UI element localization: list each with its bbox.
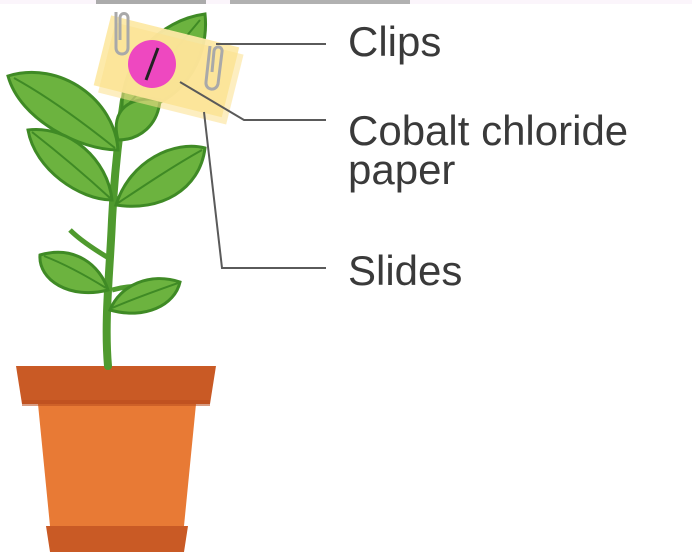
clips-label: Clips (348, 18, 441, 65)
slides-leader-line (204, 112, 326, 268)
cobalt-chloride-paper (128, 40, 176, 88)
slides-label: Slides (348, 247, 462, 294)
flower-pot (16, 366, 216, 552)
top-watermark (0, 0, 692, 4)
cobalt-chloride-label-line2: paper (348, 146, 455, 193)
